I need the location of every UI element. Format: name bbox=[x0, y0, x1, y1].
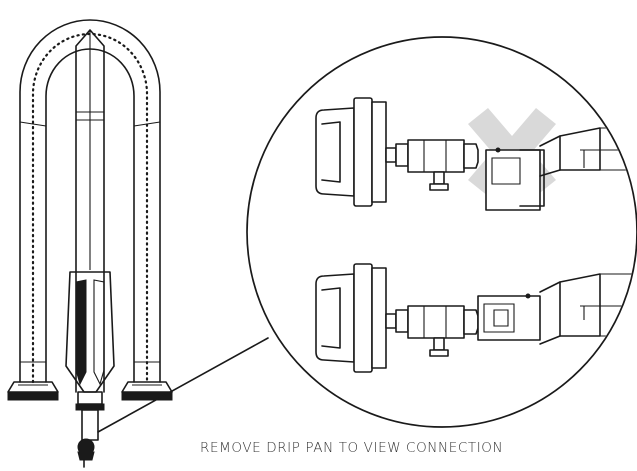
zoom-contents bbox=[315, 97, 636, 373]
top-connection bbox=[315, 97, 636, 211]
venturi bbox=[65, 271, 115, 393]
caption-text: REMOVE DRIP PAN TO VIEW CONNECTION bbox=[200, 440, 504, 456]
right-foot bbox=[121, 381, 173, 401]
leader-line bbox=[97, 337, 269, 433]
bottom-connection bbox=[315, 263, 636, 373]
zoom-circle bbox=[246, 36, 637, 428]
valve-stem bbox=[75, 391, 105, 468]
left-foot bbox=[7, 381, 59, 401]
center-tube bbox=[75, 29, 105, 393]
